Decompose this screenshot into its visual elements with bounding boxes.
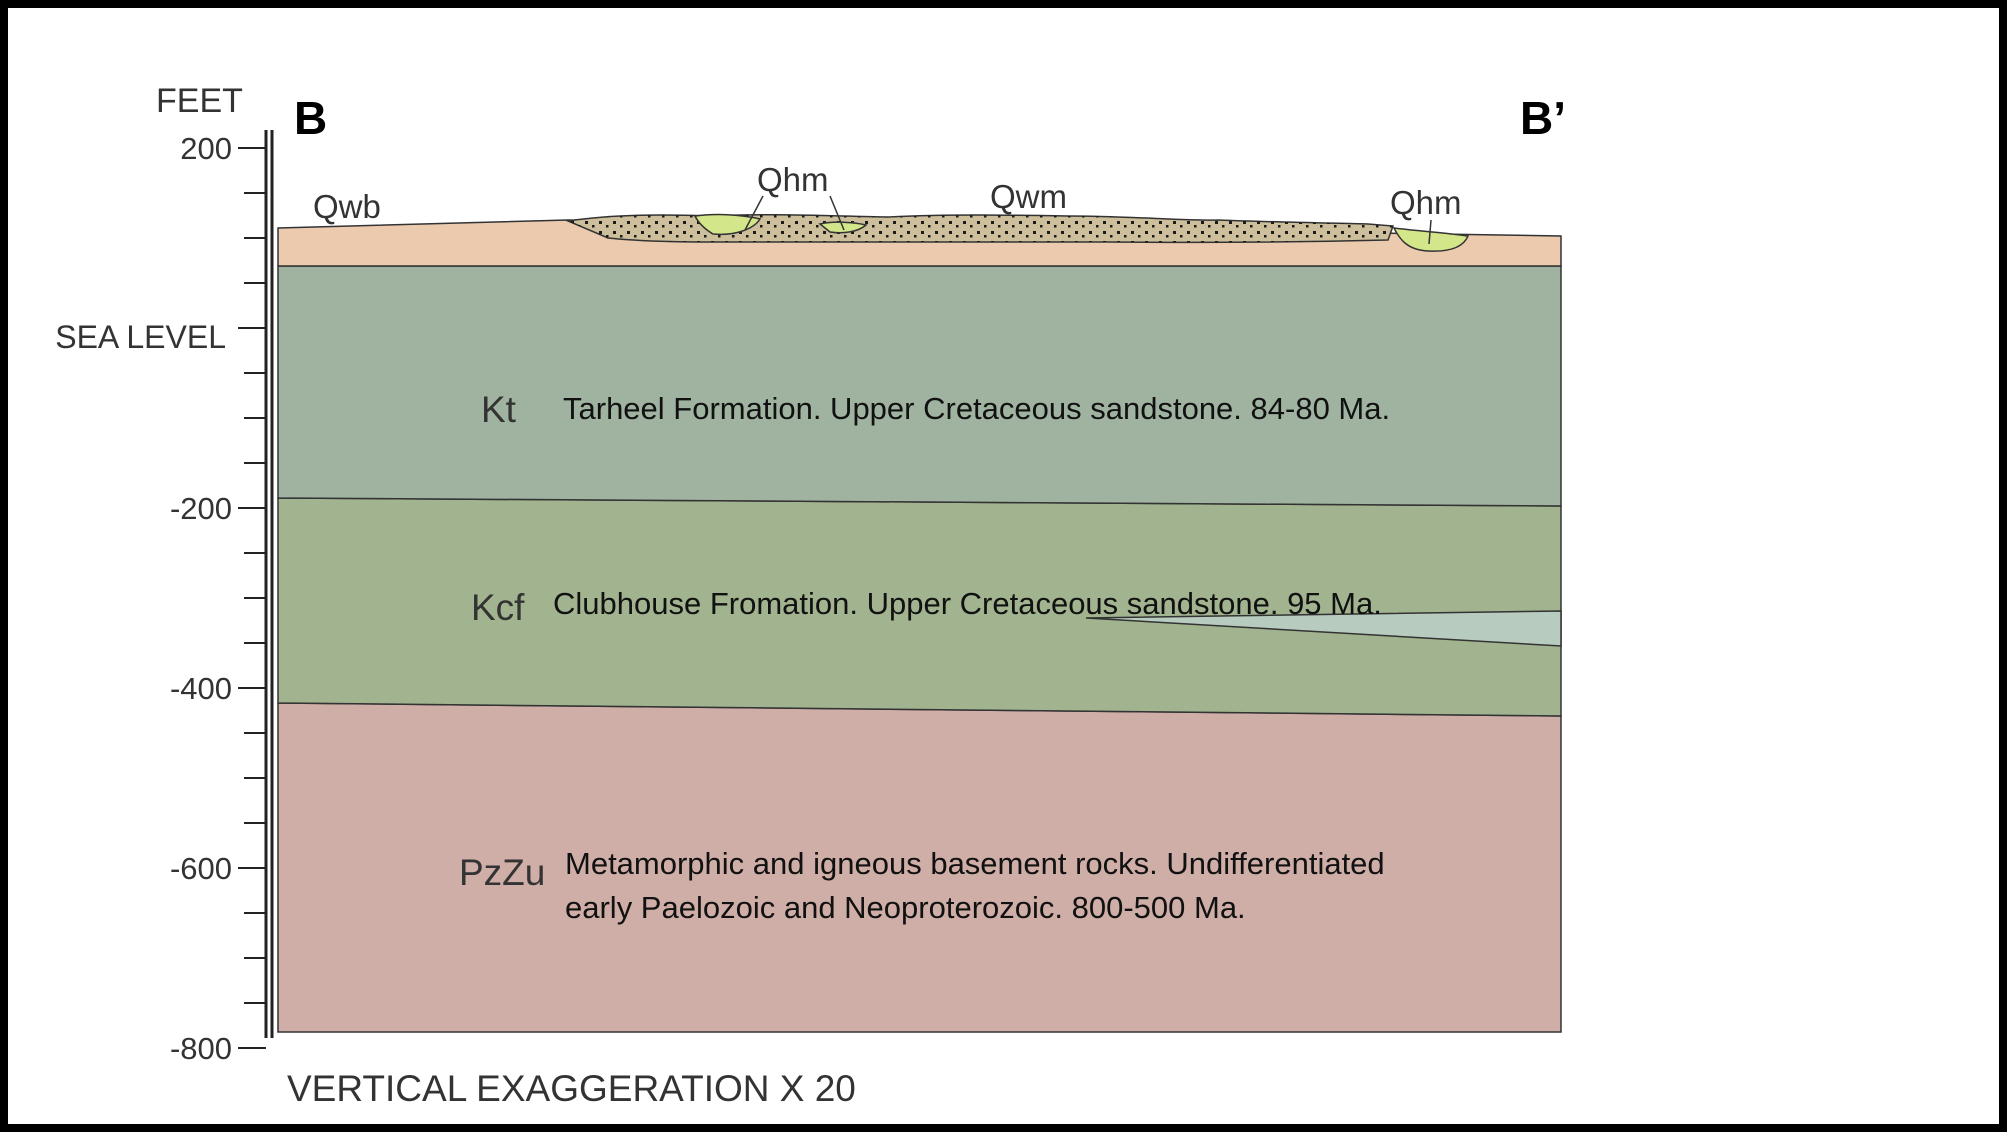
axis-tick-label: -600 (170, 851, 232, 886)
description-kt: Tarheel Formation. Upper Cretaceous sand… (563, 391, 1390, 426)
unit-label-qhm-right: Qhm (1390, 184, 1462, 221)
description-pzzu-line1: Metamorphic and igneous basement rocks. … (565, 846, 1385, 881)
unit-label-pzzu: PzZu (459, 852, 545, 893)
layer-kt (278, 266, 1561, 506)
description-pzzu-line2: early Paelozoic and Neoproterozoic. 800-… (565, 890, 1246, 925)
unit-label-kcf: Kcf (471, 587, 525, 628)
axis-tick-label: -800 (170, 1031, 232, 1066)
section-end-right: B’ (1520, 92, 1566, 144)
section-end-left: B (294, 92, 327, 144)
axis-tick-label: 200 (180, 131, 232, 166)
qwm-pebble-pattern (568, 215, 1393, 243)
unit-label-qhm-left: Qhm (757, 161, 829, 198)
unit-label-qwb: Qwb (313, 188, 381, 225)
unit-label-kt: Kt (481, 389, 517, 430)
axis-unit-label: FEET (156, 82, 243, 120)
cross-section-diagram: FEET SEA LEVEL 200 -200 -400 -600 -800 VERTI… (8, 8, 1999, 1124)
axis-tick-labels: 200 -200 -400 -600 -800 (170, 131, 232, 1066)
sea-level-label: SEA LEVEL (55, 319, 226, 355)
description-kcf: Clubhouse Fromation. Upper Cretaceous sa… (553, 586, 1382, 621)
axis-minor-ticks (244, 193, 266, 1003)
unit-label-qwm: Qwm (990, 178, 1067, 215)
vertical-exaggeration-label: VERTICAL EXAGGERATION X 20 (287, 1068, 856, 1109)
axis-tick-label: -200 (170, 491, 232, 526)
figure-frame: FEET SEA LEVEL 200 -200 -400 -600 -800 VERTI… (8, 8, 1999, 1124)
axis-tick-label: -400 (170, 671, 232, 706)
